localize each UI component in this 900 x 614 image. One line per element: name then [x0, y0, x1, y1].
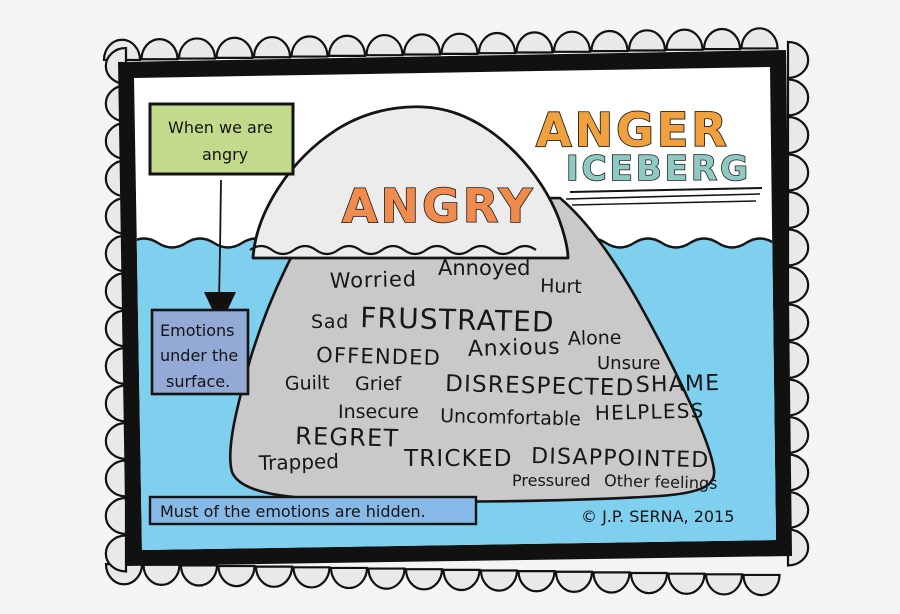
emotion-word: Grief [355, 373, 403, 395]
scallop-bump [217, 564, 256, 588]
scallop-bump [786, 415, 810, 455]
callout-connector-line [218, 179, 222, 301]
scallop-bump [786, 453, 810, 492]
scallop-bump [665, 28, 704, 51]
callout-emotions-line2: under the [160, 346, 238, 365]
scallop-bump [104, 309, 128, 348]
emotion-word: DISAPPOINTED [531, 444, 710, 473]
scallop-bump [402, 33, 442, 56]
scallop-bump [786, 153, 810, 192]
iceberg-waterline-edge [249, 244, 537, 256]
emotion-word: REGRET [295, 422, 400, 453]
emotion-word: SHAME [636, 371, 721, 398]
emotion-word: TRICKED [403, 446, 513, 472]
scallop-bump [667, 572, 706, 595]
emotion-word: Sad [311, 311, 349, 333]
title-iceberg: ICEBERG [566, 149, 751, 189]
emotion-word: Hurt [540, 275, 582, 298]
scallop-bump [254, 565, 294, 588]
scallop-bump [477, 32, 517, 55]
scallop-bump [104, 384, 128, 423]
scallop-bump [479, 569, 519, 592]
emotion-word: Alone [568, 327, 622, 350]
emotion-word: DISRESPECTED [445, 371, 635, 402]
emotion-word: Worried [330, 267, 418, 293]
scallop-bump [365, 34, 404, 57]
scallop-bump [442, 568, 481, 592]
emotion-word: OFFENDED [316, 343, 441, 370]
callout-box-when-angry [148, 102, 295, 176]
scallop-bump [702, 27, 742, 51]
callout-when-angry-line1: When we are [168, 118, 273, 137]
scallop-bump [704, 573, 744, 596]
iceberg-tip-label: ANGRY [342, 179, 535, 233]
scallop-bump [786, 115, 810, 155]
callout-emotions-line3: surface. [166, 372, 230, 391]
scallop-bump [327, 34, 367, 57]
scallop-bump [786, 303, 810, 342]
emotion-word: Annoyed [438, 256, 531, 280]
emotion-word: Other feelings [604, 471, 718, 493]
scallop-bump [104, 271, 128, 311]
callout-emotions-line1: Emotions [160, 321, 234, 340]
scallop-bump [590, 29, 629, 53]
scallop-bump [786, 78, 810, 117]
emotion-word: Anxious [468, 335, 561, 362]
scallop-bump [104, 459, 128, 498]
scallop-bump [179, 564, 219, 587]
scallop-bump [252, 36, 292, 59]
scallop-bump [786, 190, 810, 230]
scallop-bump [786, 490, 810, 530]
emotion-word: Pressured [512, 471, 590, 490]
emotion-word: Guilt [285, 372, 330, 395]
title-underline-3 [571, 200, 757, 206]
scallop-bump [177, 37, 217, 60]
scallop-bump [329, 566, 369, 590]
emotion-word: FRUSTRATED [360, 301, 555, 339]
credit-text: © J.P. SERNA, 2015 [581, 507, 734, 526]
emotion-word: Trapped [258, 449, 340, 475]
scallop-bump [292, 566, 331, 589]
title-anger: ANGER [536, 103, 730, 157]
scallop-bump [104, 496, 128, 536]
scallop-bump [786, 228, 810, 267]
scallop-bump [627, 29, 667, 52]
scallop-bump [515, 31, 554, 54]
scallop-bump [629, 571, 669, 595]
emotion-word: Unsure [597, 353, 660, 374]
scallop-bump [215, 36, 254, 60]
scallop-bump [142, 563, 181, 586]
scallop-bump [786, 378, 810, 417]
caption-box [148, 495, 478, 526]
emotion-word: Insecure [338, 401, 419, 423]
scallop-bump [440, 32, 479, 55]
emotion-word: Uncomfortable [440, 405, 581, 430]
emotion-word: HELPLESS [595, 398, 705, 425]
scallop-bump [742, 573, 781, 597]
scallop-bump [104, 534, 128, 573]
scallop-bump [517, 570, 556, 593]
caption-text: Must of the emotions are hidden. [160, 502, 426, 521]
scallop-bump [404, 568, 444, 591]
scallop-bump [140, 38, 179, 61]
callout-box-emotions-under-surface [150, 308, 250, 396]
scallop-bump [290, 35, 329, 58]
scallop-bump [786, 265, 810, 305]
scallop-bump [367, 567, 406, 590]
scallop-bump [104, 346, 128, 386]
title-underline-2 [565, 193, 761, 200]
scallop-bump [786, 340, 810, 380]
callout-when-angry-line2: angry [202, 145, 248, 164]
scallop-bump [592, 571, 631, 594]
scallop-bump [786, 40, 810, 80]
scallop-bump [104, 421, 128, 461]
title-underline-1 [569, 187, 763, 193]
scallop-bump [552, 30, 592, 53]
scallop-bump [554, 570, 594, 593]
scallop-bump [786, 528, 810, 567]
scallop-bump [740, 27, 779, 50]
